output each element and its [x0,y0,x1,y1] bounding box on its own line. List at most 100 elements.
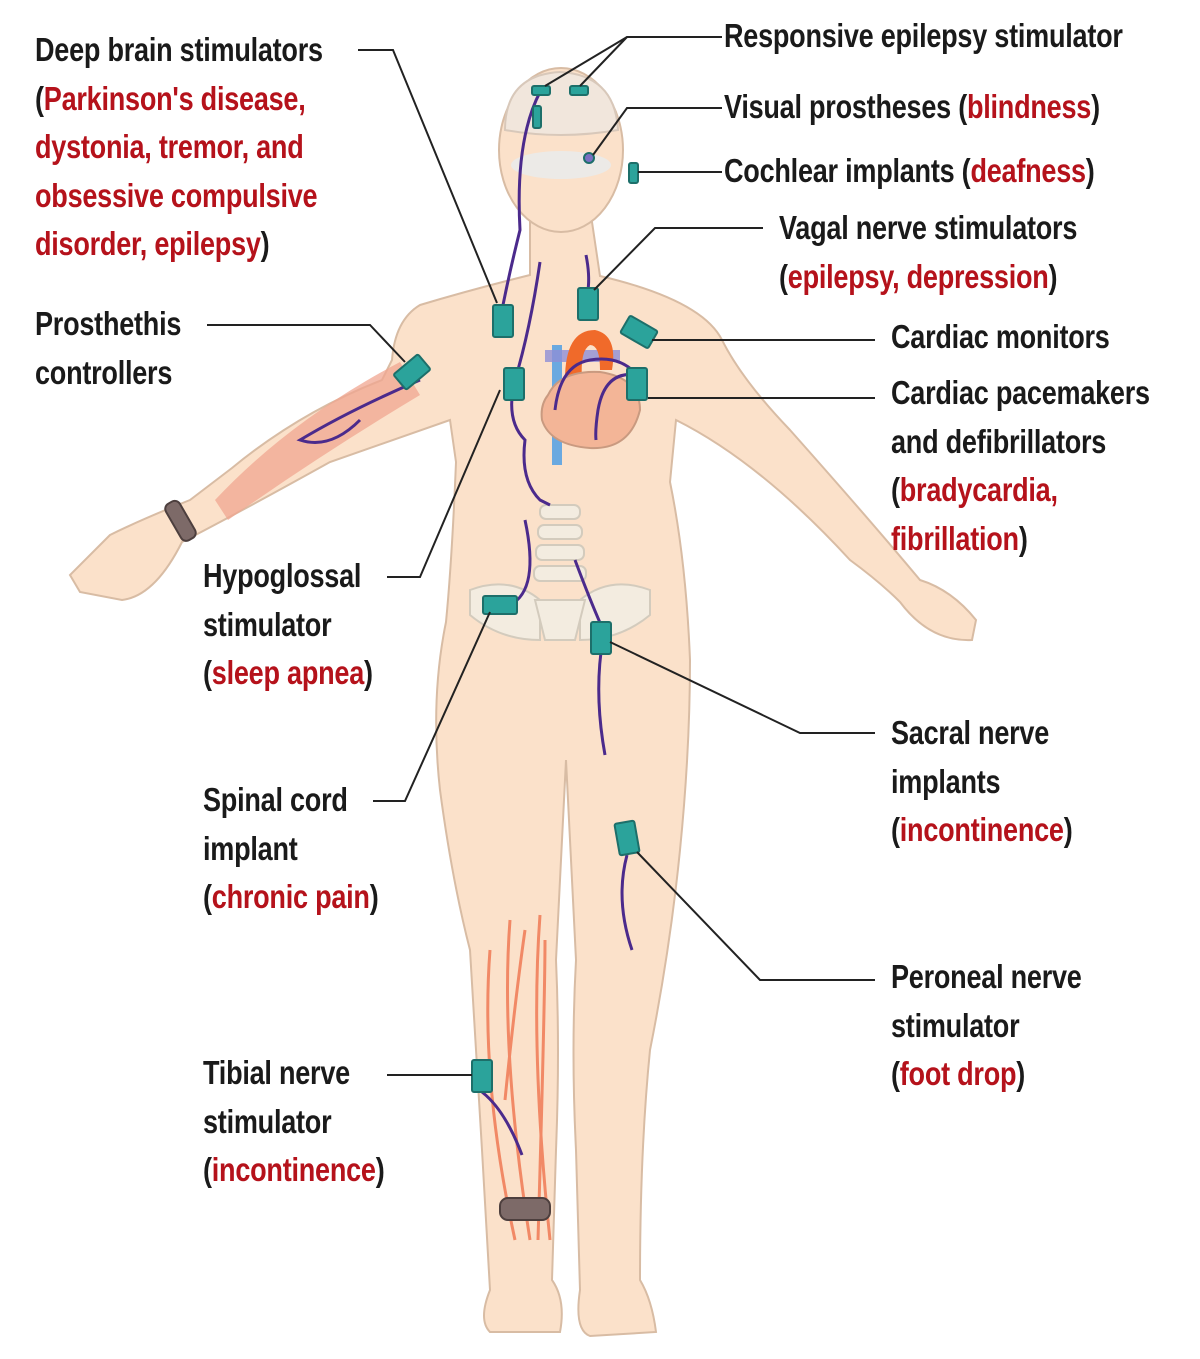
device-text: Tibial nerve [203,1054,350,1091]
label-line: (Parkinson's disease, [35,75,323,124]
device-text: ( [779,257,788,295]
device-text: Sacral nerve [891,714,1050,751]
label-line: disorder, epilepsy) [35,220,323,269]
body-silhouette [68,221,978,1338]
device-text: Prosthethis [35,305,182,342]
device-text: ) [1063,811,1073,848]
label-hypoglossal-stimulator: Hypoglossal stimulator (sleep apnea) [203,552,373,698]
label-line: Tibial nerve [203,1049,385,1098]
device-text: ( [891,811,900,848]
device-text: stimulator [203,1102,332,1140]
device-text: controllers [35,353,173,391]
label-line: controllers [35,349,181,398]
device-text: ) [260,225,270,262]
label-line: Spinal cord [203,776,378,825]
label-sacral-nerve-implants: Sacral nerve implants (incontinence) [891,709,1073,855]
label-line: implants [891,758,1073,807]
device-text: ( [203,1151,212,1188]
condition-text: blindness [966,88,1092,125]
condition-text: incontinence [211,1151,376,1188]
device-text: ) [1018,519,1028,557]
label-line: fibrillation) [891,515,1150,564]
device-text: Deep brain stimulators [35,31,323,68]
label-cardiac-pacemakers: Cardiac pacemakers and defibrillators (bra… [891,369,1150,563]
device-text: Vagal nerve stimulators [779,209,1078,246]
label-line: Cardiac monitors [891,313,1110,362]
condition-text: dystonia, tremor, and [35,128,304,165]
device-text: Cochlear implants ( [724,152,971,189]
label-line: Responsive epilepsy stimulator [724,12,1123,61]
leader-lines [207,36,875,1076]
label-line: (bradycardia, [891,466,1150,515]
device-text: stimulator [203,605,332,643]
label-line: implant [203,825,378,874]
implant-devices [393,85,659,1093]
brain [503,70,620,136]
device-text: ( [891,1055,900,1092]
device-text: ( [203,654,212,691]
condition-text: incontinence [899,811,1064,848]
device-text: Spinal cord [203,781,348,818]
device-text: ( [35,79,44,117]
condition-text: obsessive compulsive [35,176,318,214]
label-line: Prosthethis [35,300,181,349]
label-vagal-nerve-stimulators: Vagal nerve stimulators (epilepsy, depres… [779,204,1077,301]
label-prosthesis-controllers: Prosthethis controllers [35,300,181,397]
device-text: Hypoglossal [203,557,362,594]
device-text: Visual prostheses ( [724,88,967,125]
label-spinal-cord-implant: Spinal cord implant (chronic pain) [203,776,379,922]
condition-text: chronic pain [211,878,370,915]
condition-text: epilepsy, depression [787,257,1049,295]
label-cochlear-implants: Cochlear implants (deafness) [724,147,1095,196]
label-line: Hypoglossal [203,552,373,601]
label-line: stimulator [203,1098,385,1147]
label-tibial-nerve-stimulator: Tibial nerve stimulator (incontinence) [203,1049,385,1195]
label-line: (chronic pain) [203,873,379,922]
condition-text: disorder, epilepsy [35,225,261,262]
label-line: and defibrillators [891,418,1150,467]
device-text: ) [1048,257,1058,295]
label-line: (sleep apnea) [203,649,373,698]
condition-text: fibrillation [891,519,1019,557]
device-text: and defibrillators [891,422,1107,460]
condition-text: Parkinson's disease, [43,79,306,117]
label-line: (epilepsy, depression) [779,253,1077,302]
device-text: Cardiac pacemakers [891,374,1150,411]
label-visual-prostheses: Visual prostheses (blindness) [724,83,1100,132]
device-text: implants [891,762,1001,800]
label-line: Sacral nerve [891,709,1073,758]
label-line: stimulator [891,1002,1082,1051]
device-text: ) [1091,88,1100,125]
glasses [511,151,611,179]
condition-text: foot drop [899,1055,1017,1092]
label-line: obsessive compulsive [35,172,323,221]
label-line: Peroneal nerve [891,953,1082,1002]
label-line: dystonia, tremor, and [35,123,323,172]
condition-text: sleep apnea [211,654,365,691]
device-text: ) [364,654,373,691]
device-text: ) [1016,1055,1026,1092]
condition-text: deafness [970,152,1086,189]
condition-text: bradycardia, [899,471,1058,508]
device-text: ) [1085,152,1095,189]
device-text: Cardiac monitors [891,318,1110,355]
label-cardiac-monitors: Cardiac monitors [891,313,1110,362]
label-line: Visual prostheses (blindness) [724,83,1100,132]
bands [164,499,551,1221]
label-line: (incontinence) [203,1146,385,1195]
device-text: ) [375,1151,385,1188]
label-line: (foot drop) [891,1050,1082,1099]
label-responsive-epilepsy-stimulator: Responsive epilepsy stimulator [724,12,1123,61]
device-text: implant [203,829,298,867]
label-line: Cardiac pacemakers [891,369,1150,418]
device-text: Peroneal nerve [891,958,1082,995]
label-line: Cochlear implants (deafness) [724,147,1095,196]
label-line: stimulator [203,601,373,650]
device-text: Responsive epilepsy stimulator [724,17,1123,54]
label-peroneal-nerve-stimulator: Peroneal nerve stimulator (foot drop) [891,953,1082,1099]
device-text: stimulator [891,1006,1020,1044]
label-line: (incontinence) [891,806,1073,855]
label-line: Deep brain stimulators [35,26,323,75]
